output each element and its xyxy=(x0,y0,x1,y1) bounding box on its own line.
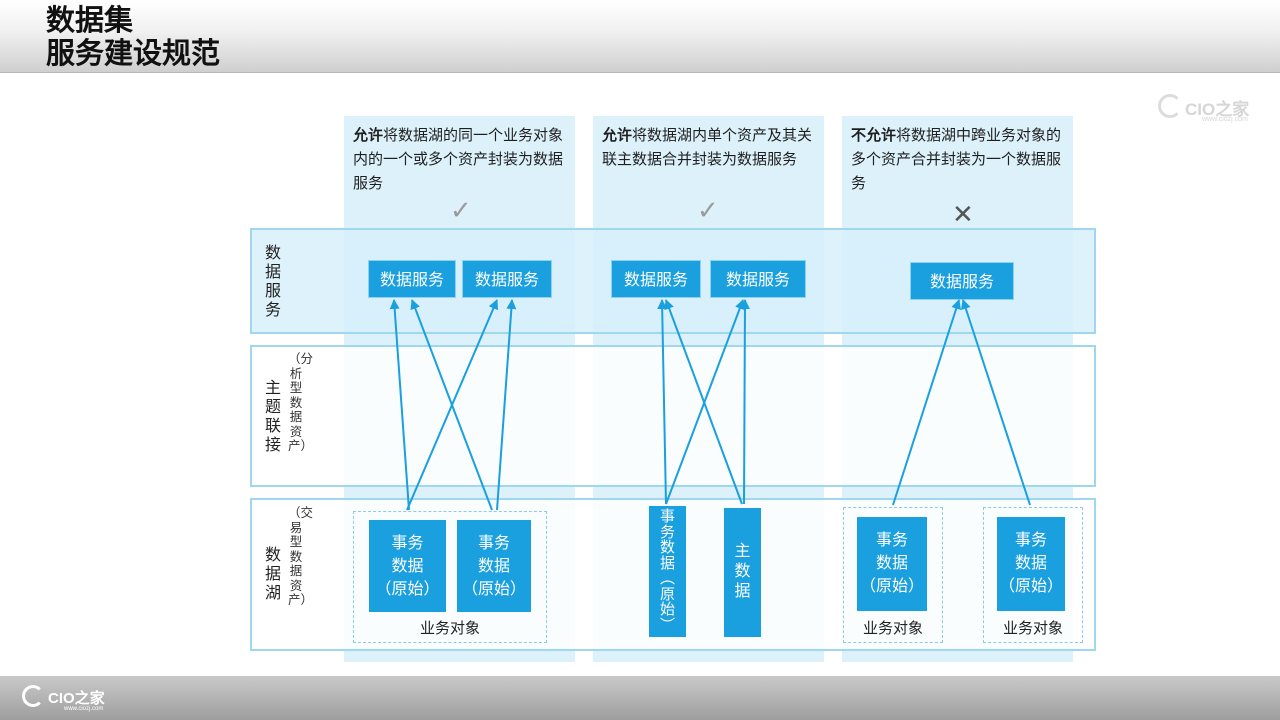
data-service-box: 数据服务 xyxy=(368,260,456,298)
business-object-group xyxy=(353,511,547,643)
transaction-data-box: 事 务 数 据 ︵ 原 始 ︶ xyxy=(649,506,686,637)
rule-text-3: 不允许将数据湖中跨业务对象的多个资产合并封装为一个数据服务 xyxy=(851,123,1063,195)
arrow xyxy=(496,299,517,511)
footer-bar: CIO之家 www.ciozj.com xyxy=(0,676,1280,720)
data-service-box: 数据服务 xyxy=(710,260,806,298)
transaction-data-box: 事务 数据 （原始） xyxy=(997,517,1065,611)
data-service-box: 数据服务 xyxy=(910,262,1014,300)
rule-body-2: 将数据湖内单个资产及其关联主数据合并封装为数据服务 xyxy=(602,126,813,168)
arrow xyxy=(389,299,410,511)
rule-body-1: 将数据湖的同一个业务对象内的一个或多个资产封装为数据服务 xyxy=(353,126,564,192)
watermark-brand: CIO之家 xyxy=(1185,100,1250,119)
logo-ring-icon xyxy=(22,685,44,707)
rule-lead-1: 允许 xyxy=(353,126,384,144)
arrow xyxy=(657,299,668,505)
footer-url: www.ciozj.com xyxy=(64,706,104,712)
arrow xyxy=(406,299,499,511)
header-bar xyxy=(0,0,1280,73)
check-icon: ✓ xyxy=(450,196,472,226)
layer-label-service: 数据服务 xyxy=(264,243,281,319)
data-service-box: 数据服务 xyxy=(611,260,701,298)
rule-text-2: 允许将数据湖内单个资产及其关联主数据合并封装为数据服务 xyxy=(602,123,814,171)
transaction-data-box: 事务 数据 （原始） xyxy=(457,520,531,612)
rule-lead-2: 允许 xyxy=(602,126,633,144)
data-service-box: 数据服务 xyxy=(462,260,552,298)
logo-ring-icon xyxy=(1158,94,1182,118)
master-data-box: 主 数 据 xyxy=(724,508,761,637)
arrow xyxy=(739,299,750,505)
check-icon: ✓ xyxy=(697,196,719,226)
transaction-data-box: 事务 数据 （原始） xyxy=(369,520,446,612)
arrow xyxy=(665,299,745,505)
cross-icon: ✕ xyxy=(952,200,974,230)
rule-text-1: 允许将数据湖的同一个业务对象内的一个或多个资产封装为数据服务 xyxy=(353,123,565,195)
page-title-line-1: 数据集 xyxy=(46,3,134,37)
arrow xyxy=(892,299,962,506)
transaction-data-box: 事务 数据 （原始） xyxy=(857,517,927,611)
business-object-group xyxy=(843,507,943,643)
rule-body-3: 将数据湖中跨业务对象的多个资产合并封装为一个数据服务 xyxy=(851,126,1062,192)
page-title: 数据集 服务建设规范 xyxy=(46,4,220,70)
business-object-label: 业务对象 xyxy=(862,619,923,637)
business-object-label: 业务对象 xyxy=(419,619,480,637)
page-title-line-2: 服务建设规范 xyxy=(46,36,221,70)
watermark-logo: CIO之家 www.ciozj.com xyxy=(1158,92,1268,126)
arrow xyxy=(961,299,1031,506)
watermark-url: www.ciozj.com xyxy=(1202,116,1248,123)
layer-label-lake: 数据湖 xyxy=(264,545,281,602)
layer-topic-link xyxy=(250,345,1096,487)
layer-label-topic: 主题联接 xyxy=(264,378,281,454)
business-object-group xyxy=(983,507,1083,643)
footer-brand: CIO之家 xyxy=(48,690,105,707)
business-object-label: 业务对象 xyxy=(1002,619,1063,637)
rule-lead-3: 不允许 xyxy=(851,126,897,144)
